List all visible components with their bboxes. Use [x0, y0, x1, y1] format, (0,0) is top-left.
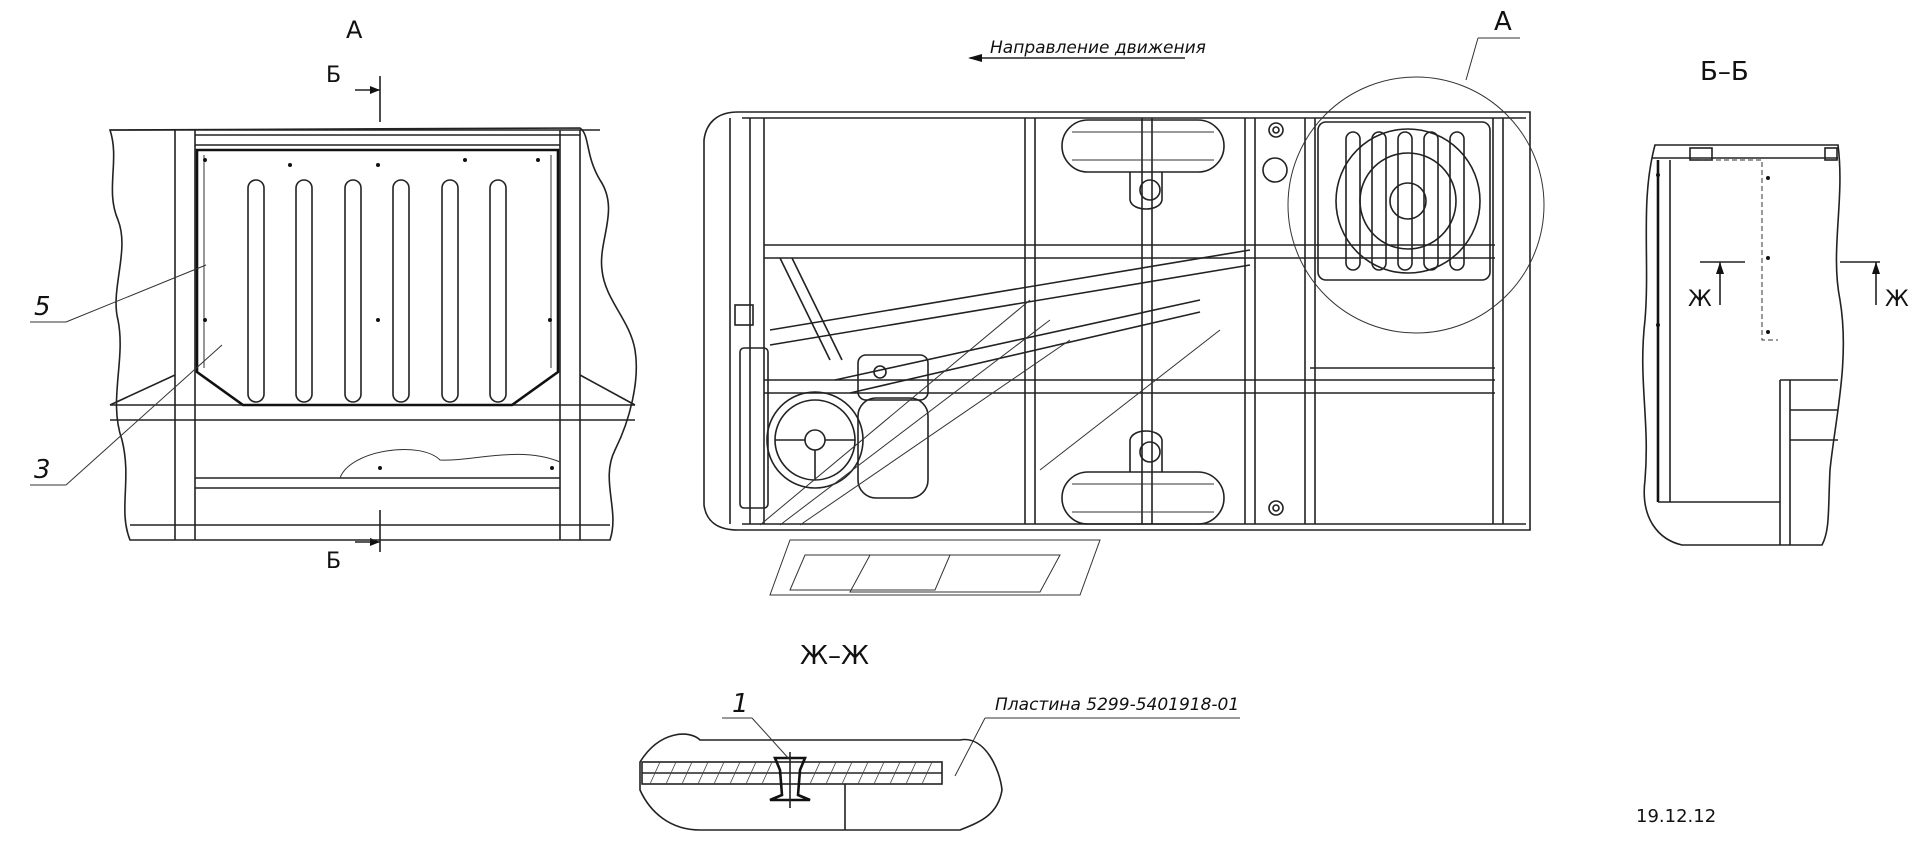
fastener-points [203, 158, 554, 470]
rivet [769, 752, 811, 808]
section-b-top-label: Б [326, 63, 341, 88]
section-zh-outline [639, 733, 1003, 831]
callout-3: 3 [30, 344, 223, 486]
section-zh-right-marker: Ж [1840, 261, 1909, 312]
bottom-wheel [1061, 430, 1225, 525]
callout-1: 1 [722, 689, 791, 761]
callout-5-label: 5 [34, 292, 51, 322]
section-bb-outline [1641, 144, 1845, 546]
view-a-break-outline [108, 127, 638, 541]
vehicle-outline [703, 111, 1531, 531]
section-zh-left-label: Ж [1688, 287, 1712, 312]
plate-hatching [649, 761, 933, 785]
callout-1-label: 1 [732, 689, 749, 719]
driver-seat [739, 347, 929, 509]
section-zh-right-label: Ж [1885, 287, 1909, 312]
direction-label: Направление движения [990, 38, 1206, 58]
section-b-top-marker: Б [326, 63, 381, 122]
spare-wheel [1317, 121, 1491, 281]
part-name-callout: Пластина 5299-5401918-01 [954, 695, 1240, 777]
section-b-bottom-label: Б [326, 549, 341, 574]
drawing-date: 19.12.12 [1636, 806, 1716, 827]
stiffening-ribs [247, 179, 507, 403]
cover-plate [195, 148, 560, 407]
section-zh-left-marker: Ж [1688, 261, 1745, 312]
callout-3-label: 3 [34, 455, 51, 485]
steering-wheel [766, 391, 864, 489]
direction-arrow: Направление движения [968, 38, 1206, 62]
view-a-detail: А Б Б [30, 16, 638, 574]
section-zh-view: Ж–Ж 1 [639, 641, 1240, 831]
callout-5: 5 [30, 264, 207, 323]
view-a-main-label: А [1494, 7, 1512, 37]
detail-circle-a [1287, 76, 1545, 334]
mounting-bolts [734, 122, 1288, 516]
top-wheel [1061, 119, 1225, 210]
part-name-label: Пластина 5299-5401918-01 [995, 695, 1239, 715]
chassis-plan-view: Направление движения А [703, 7, 1545, 596]
section-bb-view: Б–Б Ж Ж [1641, 57, 1909, 546]
projection-lines [759, 299, 1221, 596]
section-bb-title: Б–Б [1700, 57, 1749, 87]
section-zh-title: Ж–Ж [800, 641, 869, 671]
section-b-bottom-marker: Б [326, 510, 381, 574]
view-a-label: А [346, 16, 363, 44]
